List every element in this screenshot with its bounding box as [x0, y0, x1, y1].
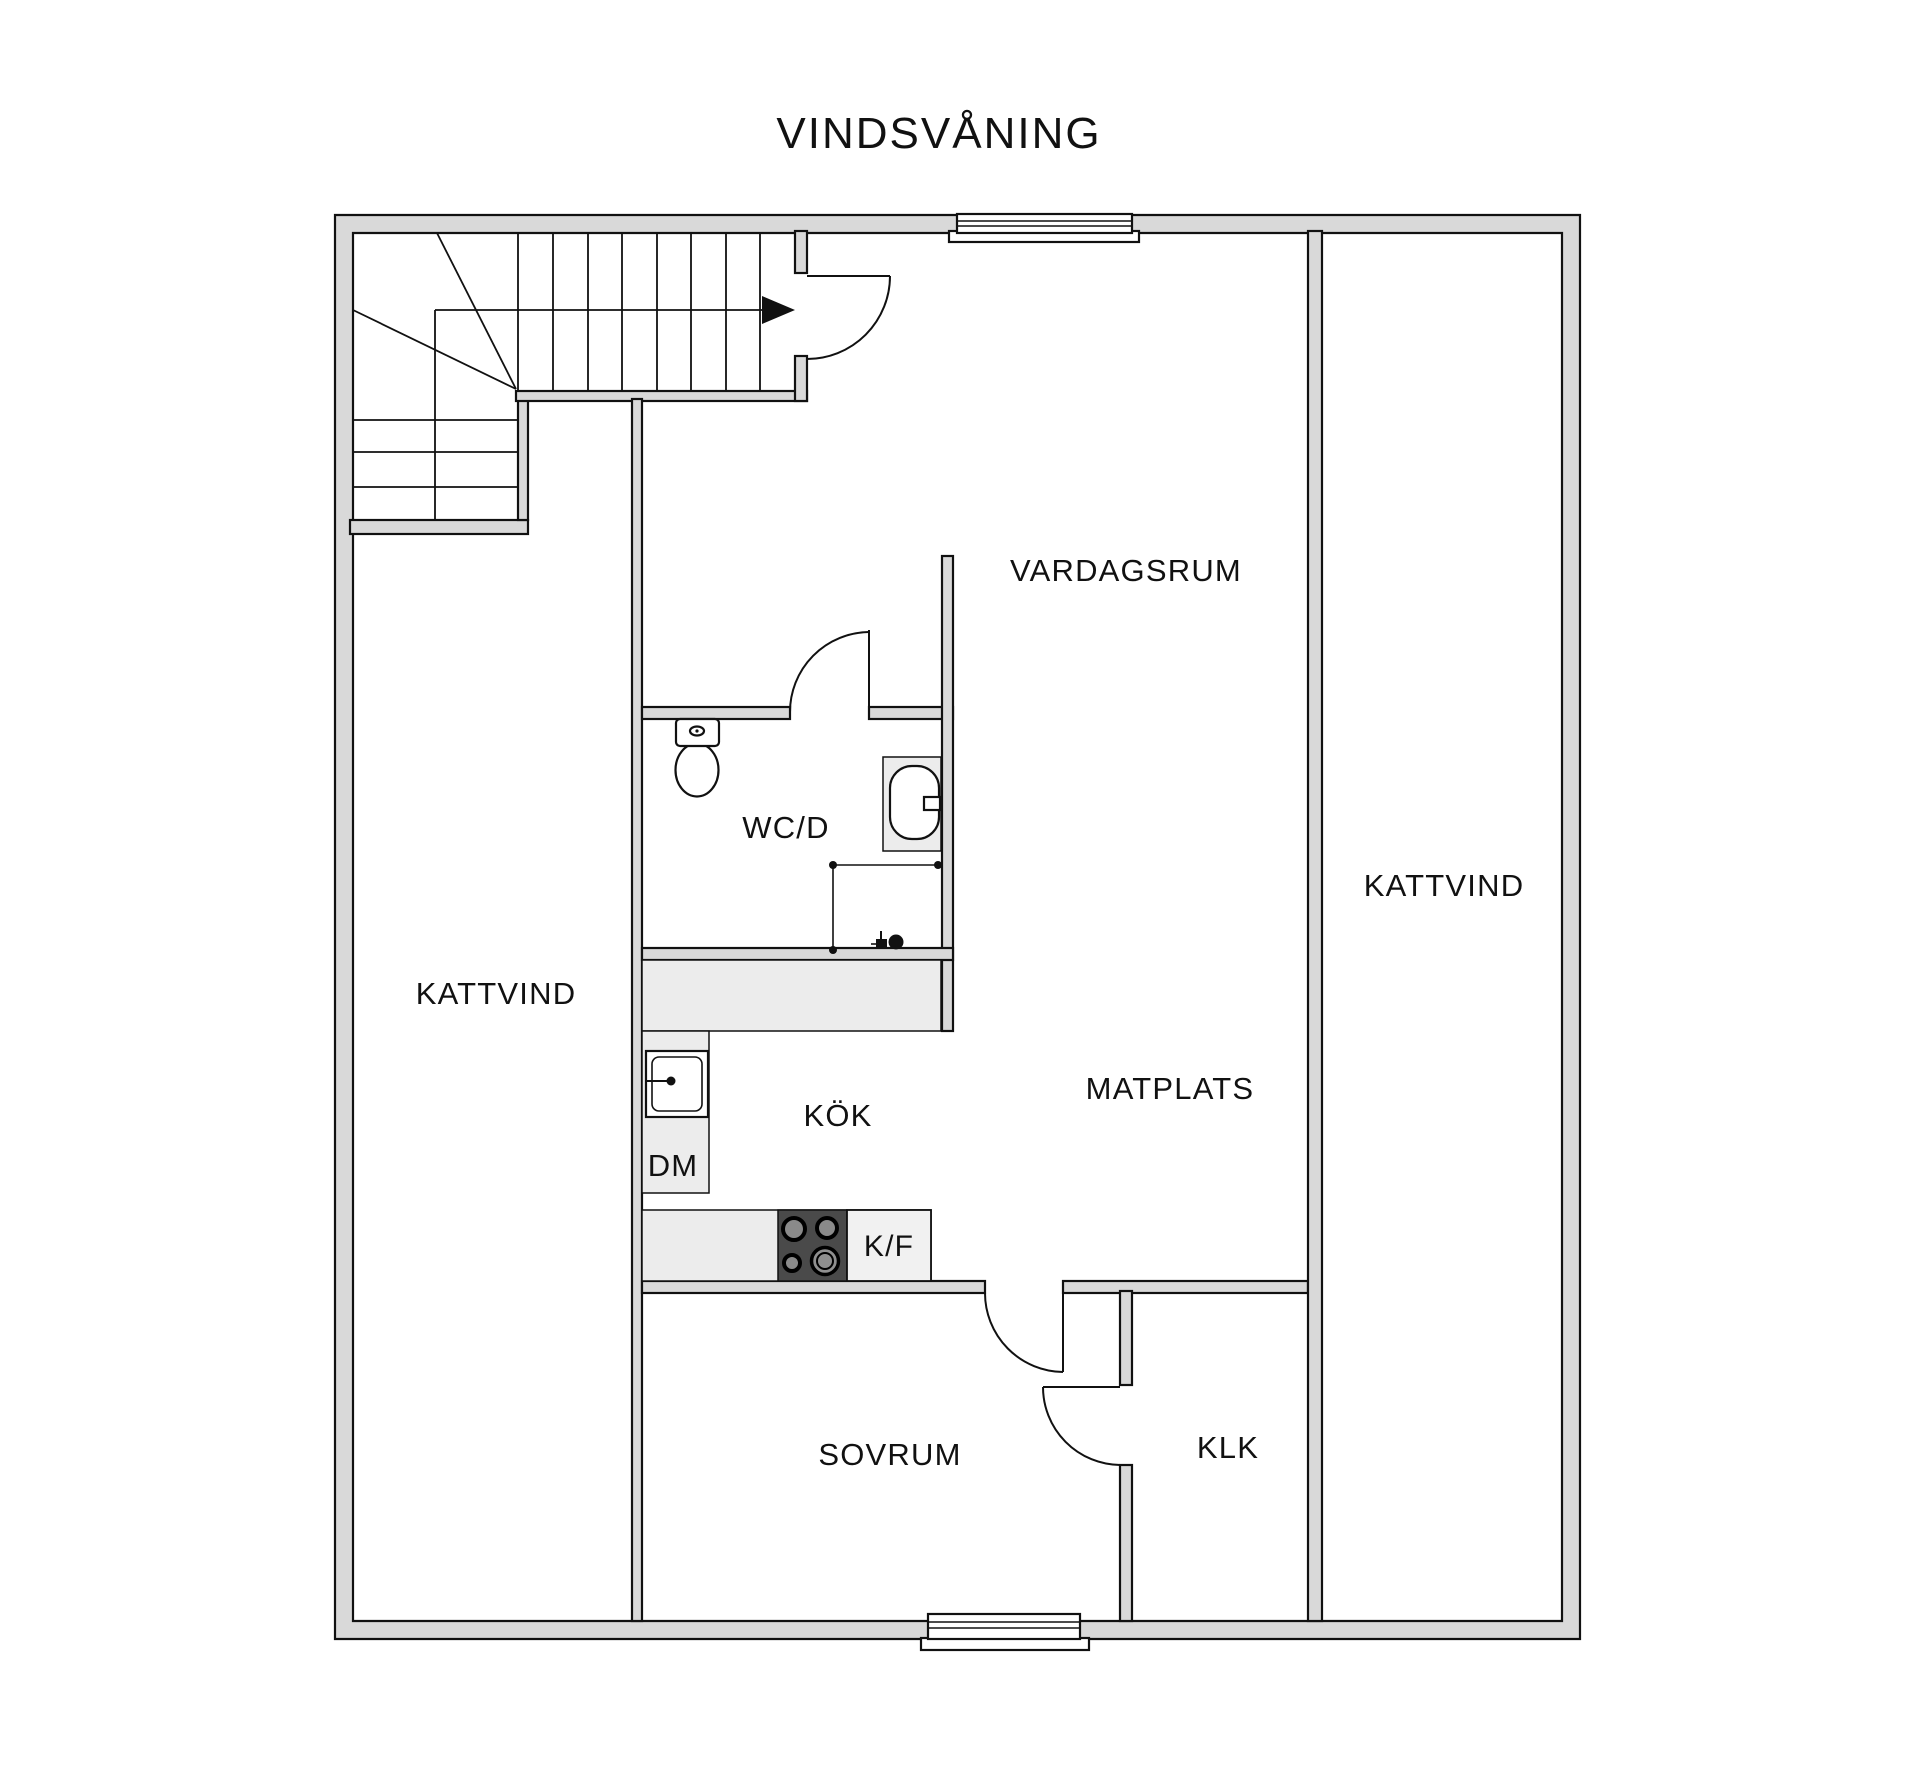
windows — [919, 212, 1141, 1652]
wall-wc-top-left — [640, 705, 792, 721]
sovrum-door — [984, 1292, 1064, 1373]
fixture-label-dm: DM — [648, 1148, 699, 1183]
wall-kattvind-right-boundary — [1306, 229, 1324, 1623]
bathroom — [674, 717, 942, 954]
stair-direction-arrow — [762, 296, 795, 324]
shower-corner-dot — [829, 861, 837, 869]
labels: VINDSVÅNING VARDAGSRUM KATTVIND KATTVIND… — [416, 109, 1525, 1472]
window-bottom — [919, 1612, 1091, 1652]
washbasin — [882, 756, 942, 852]
stair-door-arc — [806, 275, 891, 360]
room-label-kattvind-right: KATTVIND — [1364, 868, 1525, 903]
kitchen-sink-basin — [651, 1056, 703, 1112]
klk-door-arc — [1042, 1386, 1121, 1466]
window-top — [947, 212, 1141, 244]
toilet-flush-dot — [695, 729, 699, 733]
wall-kitchen-bottom — [640, 1279, 987, 1295]
fridge-freezer-box — [846, 1209, 932, 1282]
kitchen-counter-top — [641, 959, 942, 1032]
stair-door — [806, 275, 891, 360]
stove-burner — [809, 1245, 841, 1277]
room-label-vardagsrum: VARDAGSRUM — [1010, 553, 1242, 588]
walls — [333, 213, 1582, 1641]
kitchen-sink-box — [644, 1049, 710, 1119]
stove-burner-ring — [816, 1252, 834, 1270]
kitchen — [641, 959, 942, 1282]
room-label-kattvind-left: KATTVIND — [416, 976, 577, 1011]
wc-door-arc — [789, 631, 870, 713]
room-label-wcd: WC/D — [742, 810, 829, 845]
shower-corner-dot — [829, 946, 837, 954]
wall-kattvind-left-boundary — [630, 397, 644, 1623]
wall-stair-bottom — [348, 518, 530, 536]
window-bottom-frame — [926, 1612, 1082, 1641]
shower-mixer-icon — [871, 931, 904, 950]
washbasin-faucet — [922, 795, 942, 812]
room-label-klk: KLK — [1197, 1430, 1259, 1465]
doors — [789, 275, 1121, 1466]
shower-corner-dot — [934, 861, 942, 869]
wall-klk-upper — [1118, 1289, 1134, 1387]
wall-corridor-vardagsrum — [940, 554, 955, 1033]
stove — [777, 1209, 848, 1282]
outer-wall — [333, 213, 1582, 1641]
page-title: VINDSVÅNING — [776, 109, 1101, 158]
klk-door — [1042, 1386, 1121, 1466]
shower-area — [829, 861, 942, 954]
wall-stair-flight-bottom — [514, 389, 809, 403]
room-label-kok: KÖK — [803, 1098, 872, 1133]
wall-stair-right-lower — [516, 397, 530, 522]
toilet — [674, 717, 721, 798]
wall-wc-top-right — [867, 705, 955, 721]
wc-door — [789, 630, 870, 713]
room-label-sovrum: SOVRUM — [818, 1437, 961, 1472]
stair-treads — [352, 232, 788, 520]
fixture-label-kf: K/F — [864, 1230, 914, 1263]
sovrum-door-arc — [984, 1292, 1064, 1373]
wall-stair-door-stub-bottom — [793, 354, 809, 403]
stove-burner — [781, 1216, 807, 1242]
stove-burner — [815, 1216, 839, 1240]
wall-wc-bottom — [640, 946, 955, 962]
wall-stair-door-stub-top — [793, 229, 809, 275]
shower-outline — [832, 864, 938, 950]
stove-burner — [782, 1253, 802, 1273]
toilet-bowl — [674, 742, 720, 798]
kitchen-sink-faucet — [666, 1076, 676, 1086]
staircase — [352, 232, 795, 520]
kitchen-sink — [644, 1049, 710, 1119]
room-label-matplats: MATPLATS — [1086, 1071, 1255, 1106]
wall-matplats-bottom — [1061, 1279, 1310, 1295]
window-top-frame — [955, 212, 1134, 235]
wall-klk-lower — [1118, 1463, 1134, 1623]
